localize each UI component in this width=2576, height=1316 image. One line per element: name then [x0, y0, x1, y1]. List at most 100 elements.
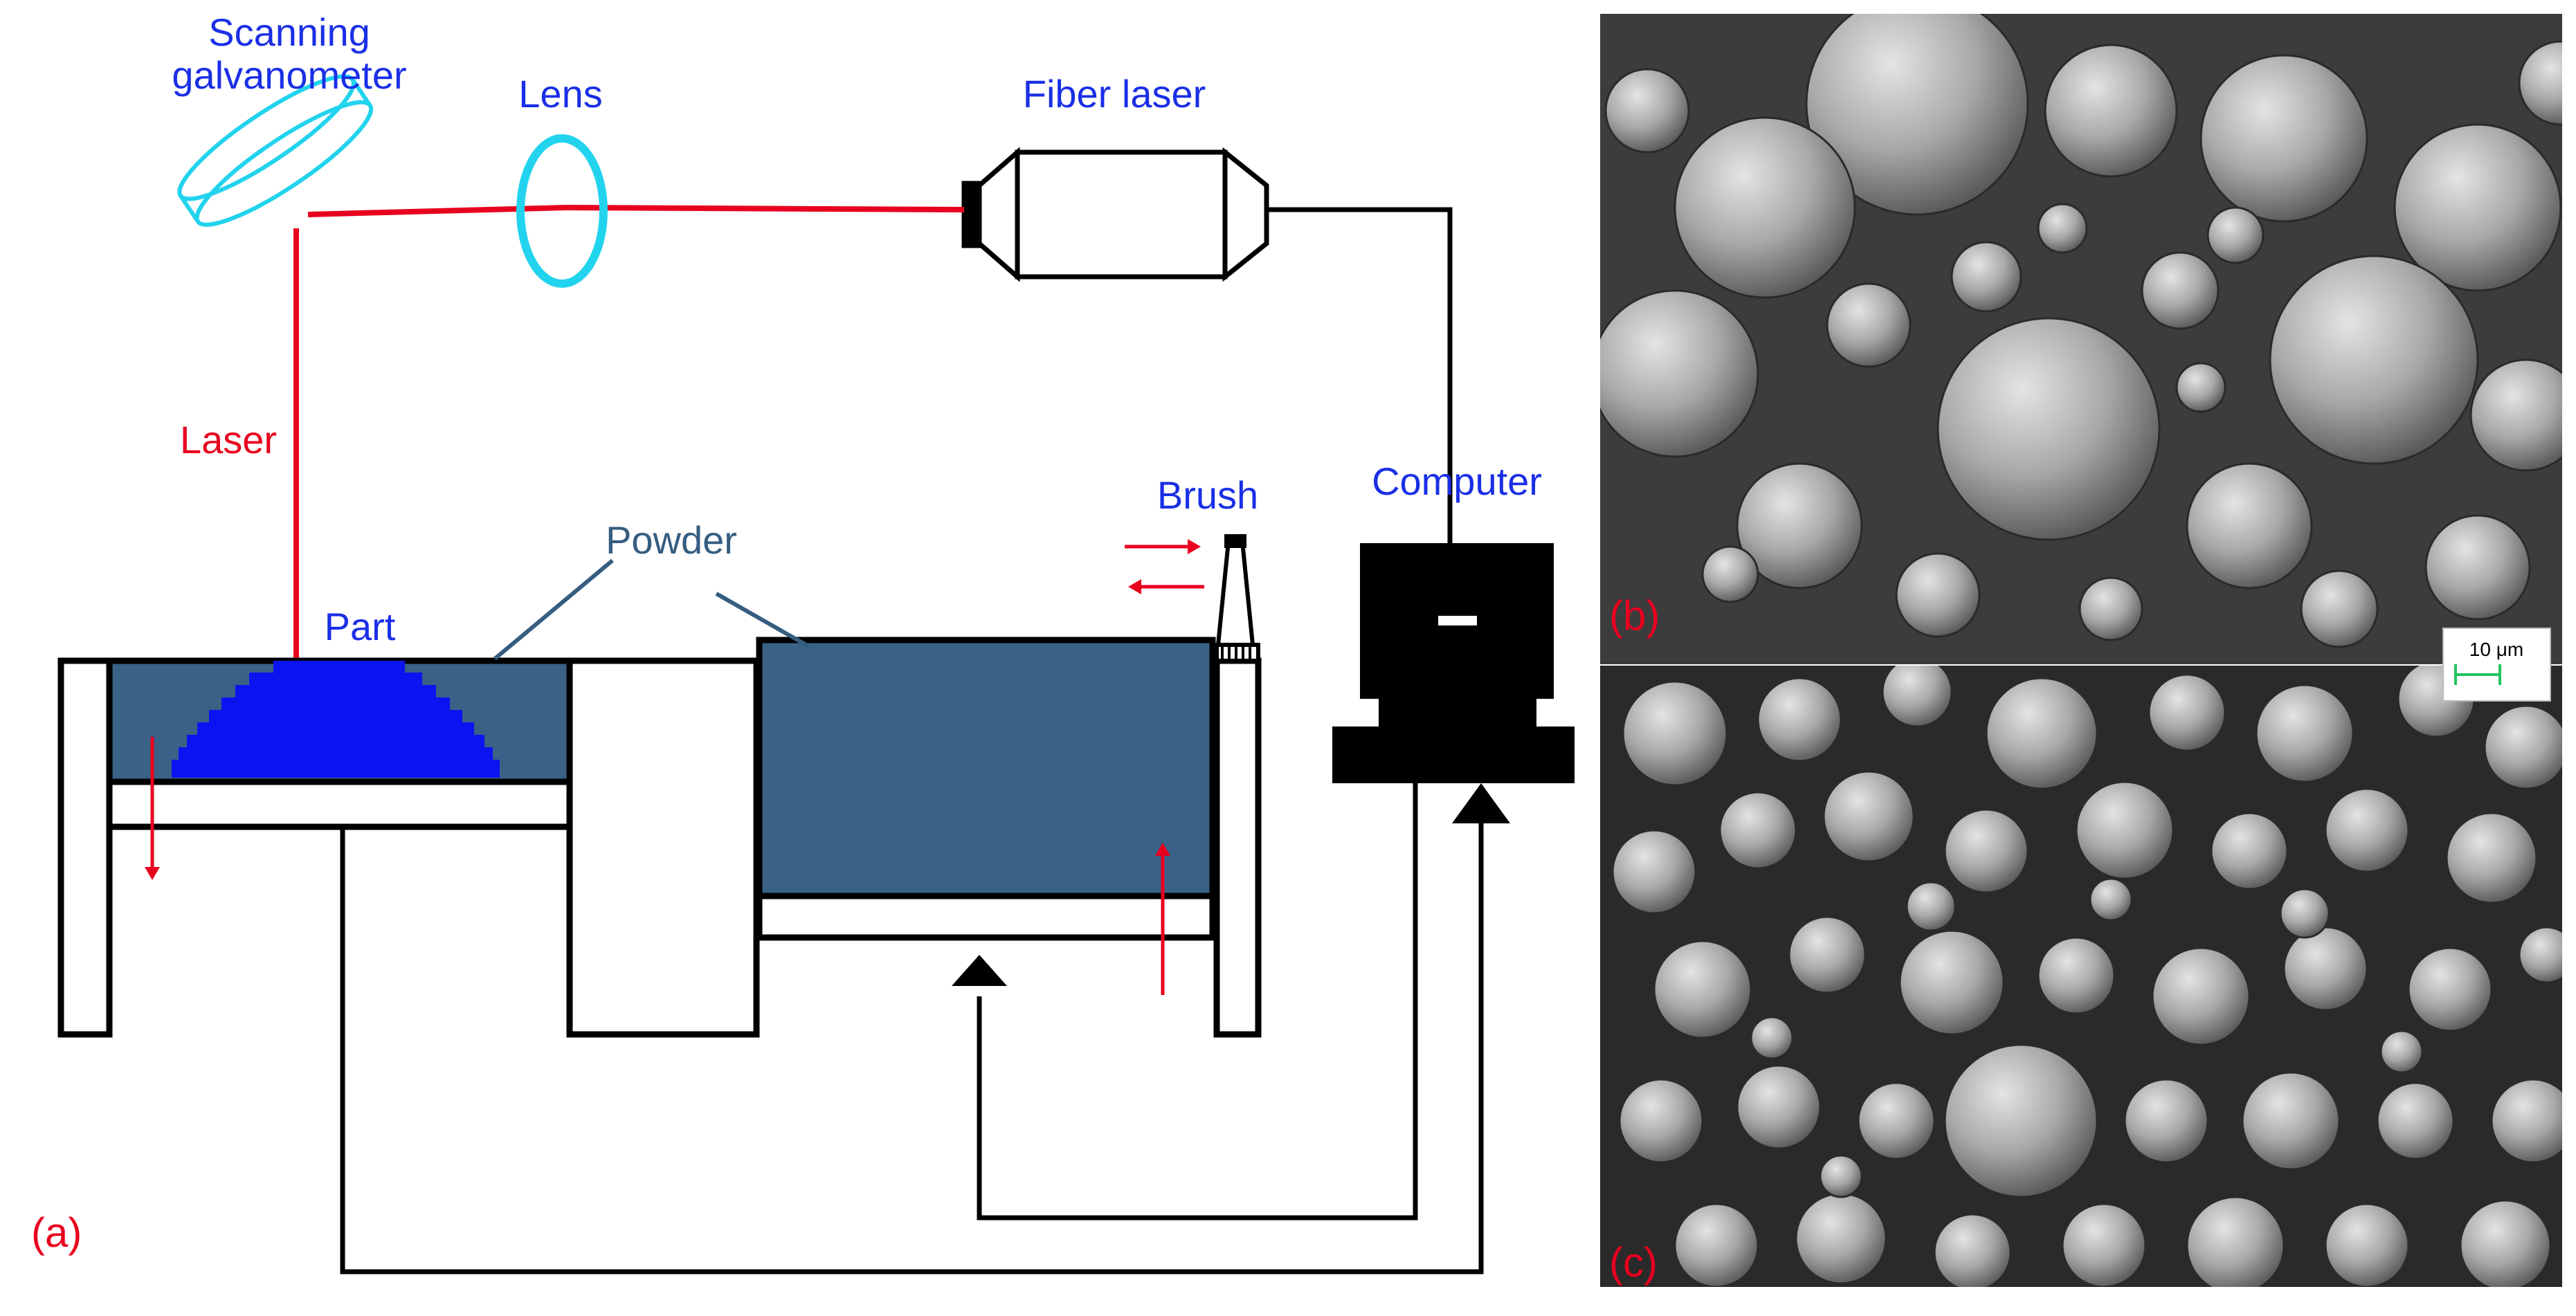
powder-particle	[2210, 812, 2289, 890]
panel-b-label: (b)	[1609, 592, 1660, 639]
powder-particle	[2469, 358, 2562, 472]
powder-particle	[2186, 1196, 2285, 1287]
powder-particle	[2037, 936, 2116, 1015]
powder-particle	[2141, 251, 2220, 330]
powder-particle	[2490, 1078, 2562, 1164]
powder-particle	[2376, 1081, 2455, 1160]
powder-particle	[1857, 1081, 1936, 1160]
powder-particle	[1674, 1203, 1759, 1287]
powder-particle	[1750, 1016, 1794, 1060]
panel-c-label: (c)	[1609, 1239, 1658, 1286]
powder-particle	[1757, 677, 1842, 762]
powder-particle	[1895, 552, 1981, 638]
support-arrowhead-right	[952, 955, 1007, 986]
powder-particle	[1943, 1043, 2098, 1198]
computer-input-arrowhead	[1452, 783, 1510, 823]
powder-particle	[2407, 947, 2493, 1032]
printed-part	[172, 661, 500, 778]
powder-particle	[2044, 44, 2178, 178]
schematic-panel-a: Scanning galvanometer Lens Fiber laser L…	[31, 10, 1575, 1274]
powder-particle	[1788, 915, 1867, 994]
fiber-laser-label: Fiber laser	[1023, 72, 1206, 116]
powder-particles-fine	[1611, 666, 2562, 1287]
scale-bar-label: 10 μm	[2469, 639, 2523, 660]
powder-particle	[1795, 1192, 1887, 1285]
scanner-label-line1: Scanning	[208, 10, 370, 54]
powder-particle	[1898, 929, 2005, 1036]
powder-particle	[2300, 569, 2379, 648]
galvanometer-mirror	[177, 74, 374, 227]
powder-particle	[1950, 241, 2022, 313]
powder-particle	[1985, 677, 2098, 790]
powder-particle	[2445, 812, 2538, 904]
powder-particle	[2279, 888, 2330, 939]
powder-particle	[2186, 462, 2313, 590]
motion-arrows	[145, 539, 1204, 995]
powder-particle	[1819, 1154, 1863, 1198]
powder-particle	[2379, 1030, 2424, 1074]
powder-particle	[2037, 203, 2088, 254]
powder-particle	[1618, 1078, 1704, 1164]
powder-particle	[2255, 684, 2355, 783]
laser-label: Laser	[180, 418, 277, 461]
powder-label: Powder	[606, 518, 737, 562]
powder-particle	[2175, 362, 2226, 413]
lens-label: Lens	[518, 72, 602, 116]
powder-particle	[2075, 780, 2175, 880]
powder-particle	[2424, 514, 2531, 621]
powder-particle	[1736, 462, 1863, 590]
powder-particle	[1822, 770, 1915, 863]
powder-particle	[1611, 829, 1697, 915]
powder-particle	[2206, 206, 2265, 264]
powder-particle	[2151, 947, 2251, 1046]
powder-particle	[2078, 576, 2143, 641]
powder-particle	[2148, 673, 2226, 752]
powder-supply-chamber	[756, 637, 1262, 1038]
scanner-label-line2: galvanometer	[172, 53, 406, 97]
powder-particles-coarse	[1600, 14, 2562, 648]
powder-particle	[1600, 289, 1759, 458]
powder-particle	[1943, 808, 2029, 894]
powder-particle	[2241, 1071, 2341, 1171]
powder-particle	[2089, 877, 2133, 922]
powder-particle	[2324, 1203, 2410, 1287]
recoater-brush	[1215, 534, 1260, 663]
powder-particle	[2123, 1078, 2209, 1164]
powder-particle	[2459, 1199, 2552, 1287]
powder-particle	[1653, 940, 1752, 1039]
powder-particle	[1674, 116, 1856, 299]
powder-particle	[2269, 255, 2479, 465]
computer-device	[1332, 543, 1575, 783]
brush-label: Brush	[1157, 473, 1258, 517]
control-wiring	[340, 207, 1484, 1274]
powder-particle	[2518, 40, 2562, 126]
computer-label: Computer	[1372, 459, 1542, 503]
laser-beam	[293, 205, 965, 664]
powder-particle	[1805, 14, 2029, 216]
powder-particle	[1622, 680, 1728, 787]
powder-particle	[2324, 787, 2410, 873]
fiber-laser-device	[961, 147, 1269, 282]
powder-particle	[1936, 317, 2161, 541]
powder-particle	[2483, 704, 2562, 790]
powder-particle	[1718, 791, 1797, 870]
powder-particle	[2518, 926, 2562, 984]
powder-particle	[2393, 123, 2562, 292]
powder-particle	[2199, 54, 2368, 223]
powder-particle	[1736, 1064, 1822, 1150]
sem-image-panel-c	[1600, 666, 2562, 1287]
scale-bar: 10 μm	[2442, 628, 2551, 702]
powder-particle	[1826, 282, 1912, 368]
powder-particle	[1933, 1213, 2012, 1287]
part-label: Part	[325, 605, 396, 648]
powder-particle	[2061, 1203, 2147, 1287]
sem-image-panel-b	[1600, 14, 2562, 664]
powder-particle	[1905, 881, 1957, 932]
panel-a-label: (a)	[31, 1209, 82, 1256]
powder-leader-lines	[493, 558, 811, 661]
lens-element	[516, 134, 608, 288]
powder-particle	[1881, 666, 1953, 728]
powder-particle	[1604, 68, 1690, 154]
powder-particle	[1701, 545, 1759, 603]
powder-particle	[2283, 926, 2368, 1012]
